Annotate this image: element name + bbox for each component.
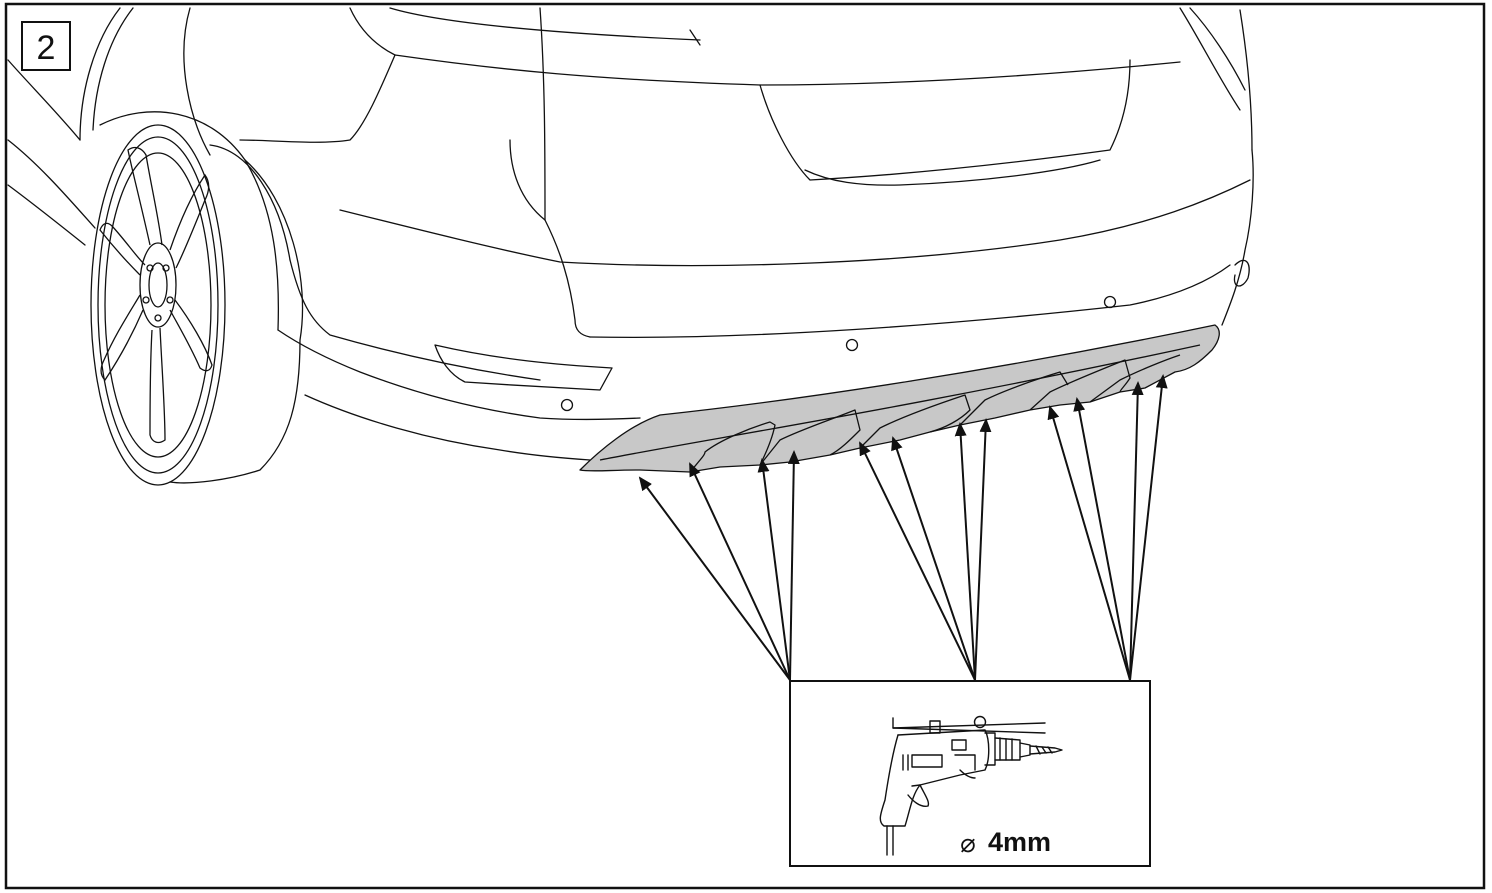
drill-point-arrow xyxy=(954,422,976,681)
car-rear-illustration xyxy=(7,7,1254,484)
drill-point-arrow xyxy=(787,450,800,681)
drill-point-arrow xyxy=(1129,374,1168,681)
drill-point-arrow xyxy=(1129,381,1144,681)
drill-point-arrows xyxy=(638,374,1168,681)
drill-point-arrow xyxy=(638,476,791,681)
rear-diffuser xyxy=(579,324,1220,473)
drill-point-arrow xyxy=(689,462,791,681)
drill-point-arrow xyxy=(1073,397,1131,681)
drill-point-arrow xyxy=(1047,405,1131,681)
step-number: 2 xyxy=(37,29,56,67)
power-drill-icon xyxy=(879,715,1063,856)
step-number-box: 2 xyxy=(21,21,71,71)
drill-point-arrow xyxy=(757,458,791,681)
drill-point-arrow xyxy=(891,436,976,681)
diameter-symbol: ⌀ xyxy=(960,829,976,859)
drill-point-arrow xyxy=(859,441,976,681)
drill-callout: ⌀ 4mm xyxy=(789,680,1151,867)
rear-wheel xyxy=(90,124,226,486)
drill-size-label: 4mm xyxy=(988,827,1051,857)
drill-point-arrow xyxy=(974,418,992,681)
figure-frame xyxy=(4,2,1486,890)
